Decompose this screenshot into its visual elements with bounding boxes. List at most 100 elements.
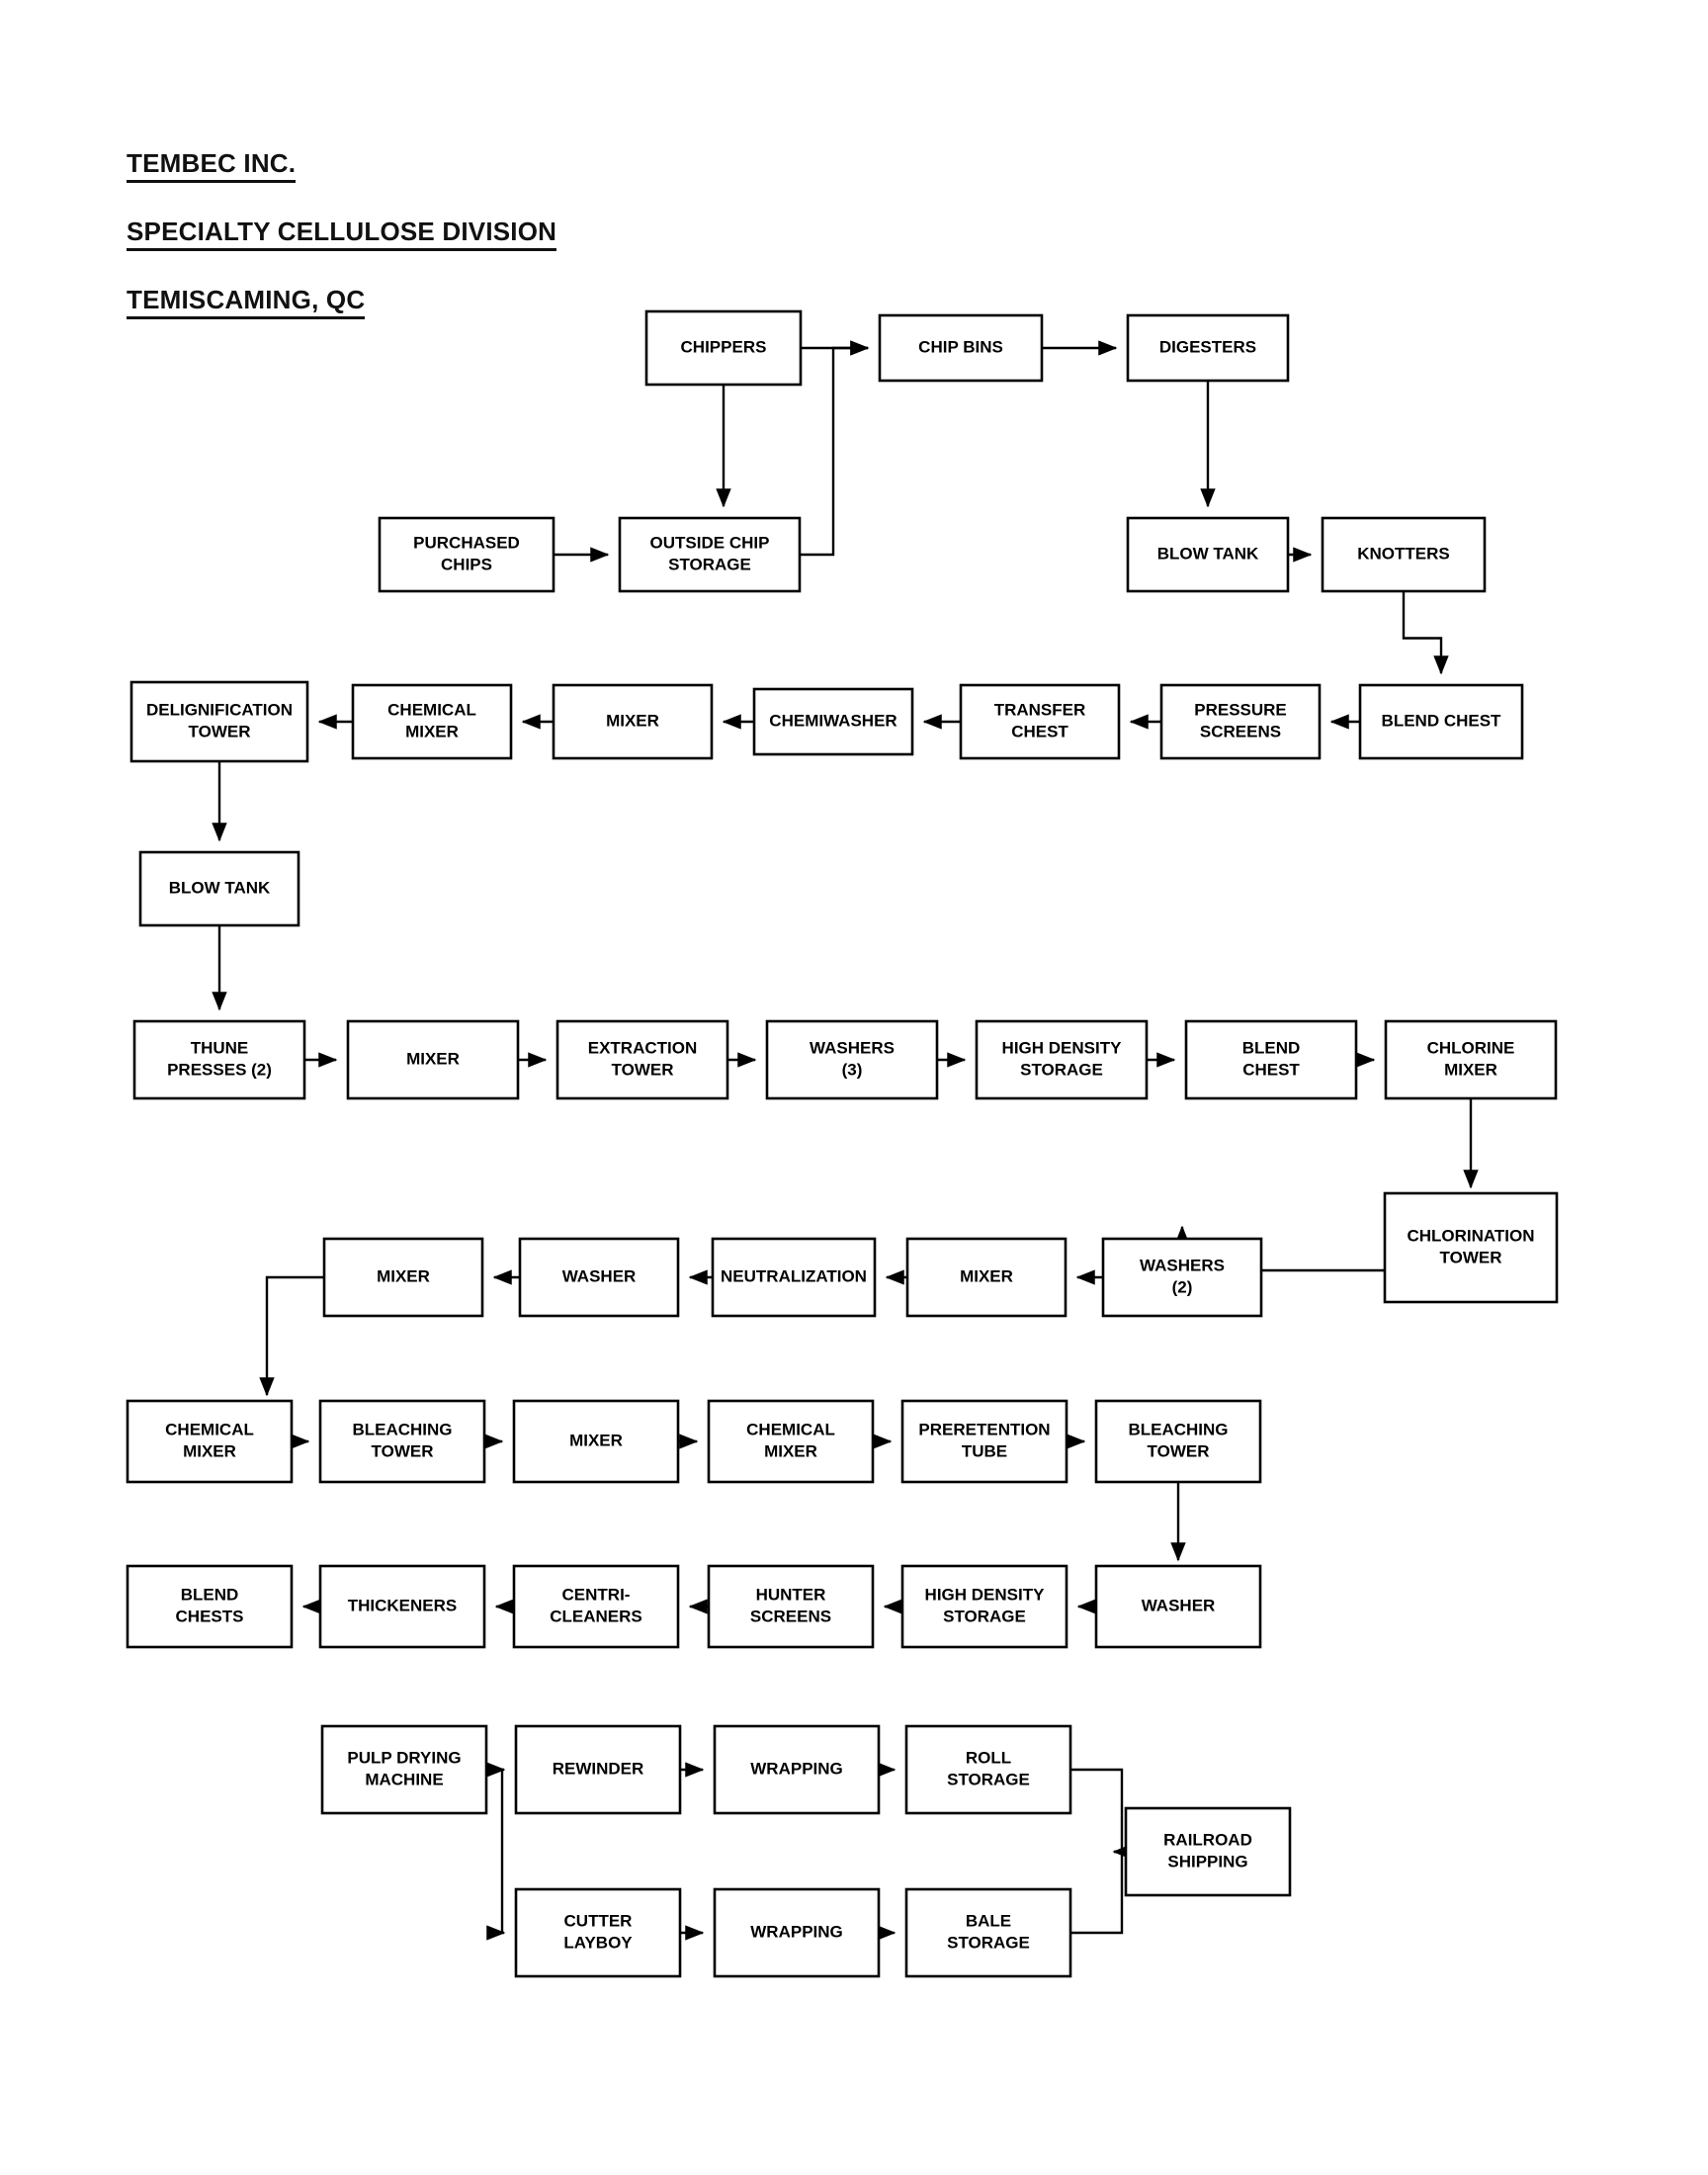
- flow-node-neutralization[interactable]: NEUTRALIZATION: [711, 1237, 877, 1318]
- flow-node-knotters[interactable]: KNOTTERS: [1321, 516, 1487, 593]
- node-label: CENTRI-: [562, 1585, 631, 1604]
- node-label: WRAPPING: [750, 1759, 843, 1778]
- node-label: CHIPS: [441, 555, 492, 573]
- flow-node-blend-chest-1[interactable]: BLEND CHEST: [1358, 683, 1524, 760]
- node-label: RAILROAD: [1163, 1830, 1252, 1849]
- node-box: [713, 1724, 881, 1815]
- node-label: CHEMICAL: [387, 700, 476, 719]
- node-label: BALE: [966, 1911, 1011, 1930]
- node-label: MIXER: [183, 1441, 236, 1460]
- node-layer: CHIPPERS CHIP BINS DIGESTERS PURCHASED CHIPS…: [126, 309, 1559, 1978]
- flow-node-washer-1[interactable]: WASHER: [518, 1237, 680, 1318]
- node-box: [1321, 516, 1487, 593]
- node-box: [975, 1019, 1149, 1100]
- node-label: MIXER: [405, 722, 459, 740]
- flow-node-centri-cleaners[interactable]: CENTRI- CLEANERS: [512, 1564, 680, 1649]
- flow-node-washers-2[interactable]: WASHERS(2): [1101, 1237, 1263, 1318]
- node-label: WASHER: [1142, 1596, 1216, 1614]
- flow-edge-bale-storage-to-railroad-shipping: [1070, 1844, 1132, 1935]
- node-label: PRERETENTION: [918, 1420, 1050, 1438]
- node-label: CHEST: [1011, 722, 1068, 740]
- flow-node-blow-tank-1[interactable]: BLOW TANK: [1126, 516, 1290, 593]
- flow-node-mixer-2[interactable]: MIXER: [346, 1019, 520, 1100]
- node-label: CLEANERS: [550, 1607, 642, 1625]
- flow-node-mixer-4[interactable]: MIXER: [322, 1237, 484, 1318]
- node-box: [514, 1887, 682, 1978]
- flow-node-mixer-3[interactable]: MIXER: [905, 1237, 1068, 1318]
- flow-node-rewinder[interactable]: REWINDER: [514, 1724, 682, 1815]
- node-label: WASHERS: [1140, 1256, 1225, 1274]
- flow-node-chip-bins[interactable]: CHIP BINS: [878, 313, 1044, 383]
- flow-edge-mixer-4-to-chemical-mixer-2: [259, 1275, 324, 1397]
- node-label: BLOW TANK: [1157, 544, 1259, 563]
- node-box: [351, 683, 513, 760]
- node-label: CUTTER: [564, 1911, 633, 1930]
- node-box: [713, 1887, 881, 1978]
- node-box: [1384, 1019, 1558, 1100]
- flow-node-thickeners[interactable]: THICKENERS: [318, 1564, 486, 1649]
- page-title-division: SPECIALTY CELLULOSE DIVISION: [127, 217, 557, 251]
- node-label: MIXER: [406, 1049, 460, 1068]
- flow-node-chemiwasher[interactable]: CHEMIWASHER: [752, 687, 914, 756]
- node-label: STORAGE: [1020, 1060, 1103, 1079]
- flow-edge-roll-storage-to-railroad-shipping: [1070, 1768, 1132, 1860]
- flow-node-mixer-5[interactable]: MIXER: [512, 1399, 680, 1484]
- flow-node-wrapping-2[interactable]: WRAPPING: [713, 1887, 881, 1978]
- node-box: [959, 683, 1121, 760]
- flow-node-washers-3[interactable]: WASHERS(3): [765, 1019, 939, 1100]
- node-box: [711, 1237, 877, 1318]
- flow-node-purchased-chips[interactable]: PURCHASED CHIPS: [378, 516, 555, 593]
- flow-node-blow-tank-2[interactable]: BLOW TANK: [138, 850, 300, 927]
- node-label: CHEMICAL: [165, 1420, 254, 1438]
- flow-node-chippers[interactable]: CHIPPERS: [644, 309, 803, 387]
- node-label: PURCHASED: [413, 533, 520, 552]
- node-box: [318, 1564, 486, 1649]
- flow-node-digesters[interactable]: DIGESTERS: [1126, 313, 1290, 383]
- flow-edge-outside-chip-storage-to-chip-bins: [800, 340, 870, 557]
- node-box: [346, 1019, 520, 1100]
- node-label: CHEST: [1242, 1060, 1300, 1079]
- node-box: [132, 1019, 306, 1100]
- node-label: BLEACHING: [1128, 1420, 1228, 1438]
- node-label: MIXER: [1444, 1060, 1497, 1079]
- node-label: STORAGE: [668, 555, 751, 573]
- flow-node-mixer-1[interactable]: MIXER: [552, 683, 714, 760]
- node-label: CHESTS: [176, 1607, 244, 1625]
- node-label: MACHINE: [365, 1770, 443, 1788]
- node-box: [555, 1019, 729, 1100]
- flow-node-chemical-mixer-1[interactable]: CHEMICAL MIXER: [351, 683, 513, 760]
- node-label: PRESSES (2): [167, 1060, 272, 1079]
- flow-node-washer-2[interactable]: WASHER: [1094, 1564, 1262, 1649]
- node-label: REWINDER: [553, 1759, 644, 1778]
- node-box: [129, 680, 309, 763]
- node-box: [900, 1564, 1068, 1649]
- node-box: [138, 850, 300, 927]
- flow-node-wrapping-1[interactable]: WRAPPING: [713, 1724, 881, 1815]
- flow-node-chemical-mixer-2[interactable]: CHEMICAL MIXER: [126, 1399, 294, 1484]
- node-label: CHEMICAL: [746, 1420, 835, 1438]
- node-label: TOWER: [1440, 1248, 1502, 1266]
